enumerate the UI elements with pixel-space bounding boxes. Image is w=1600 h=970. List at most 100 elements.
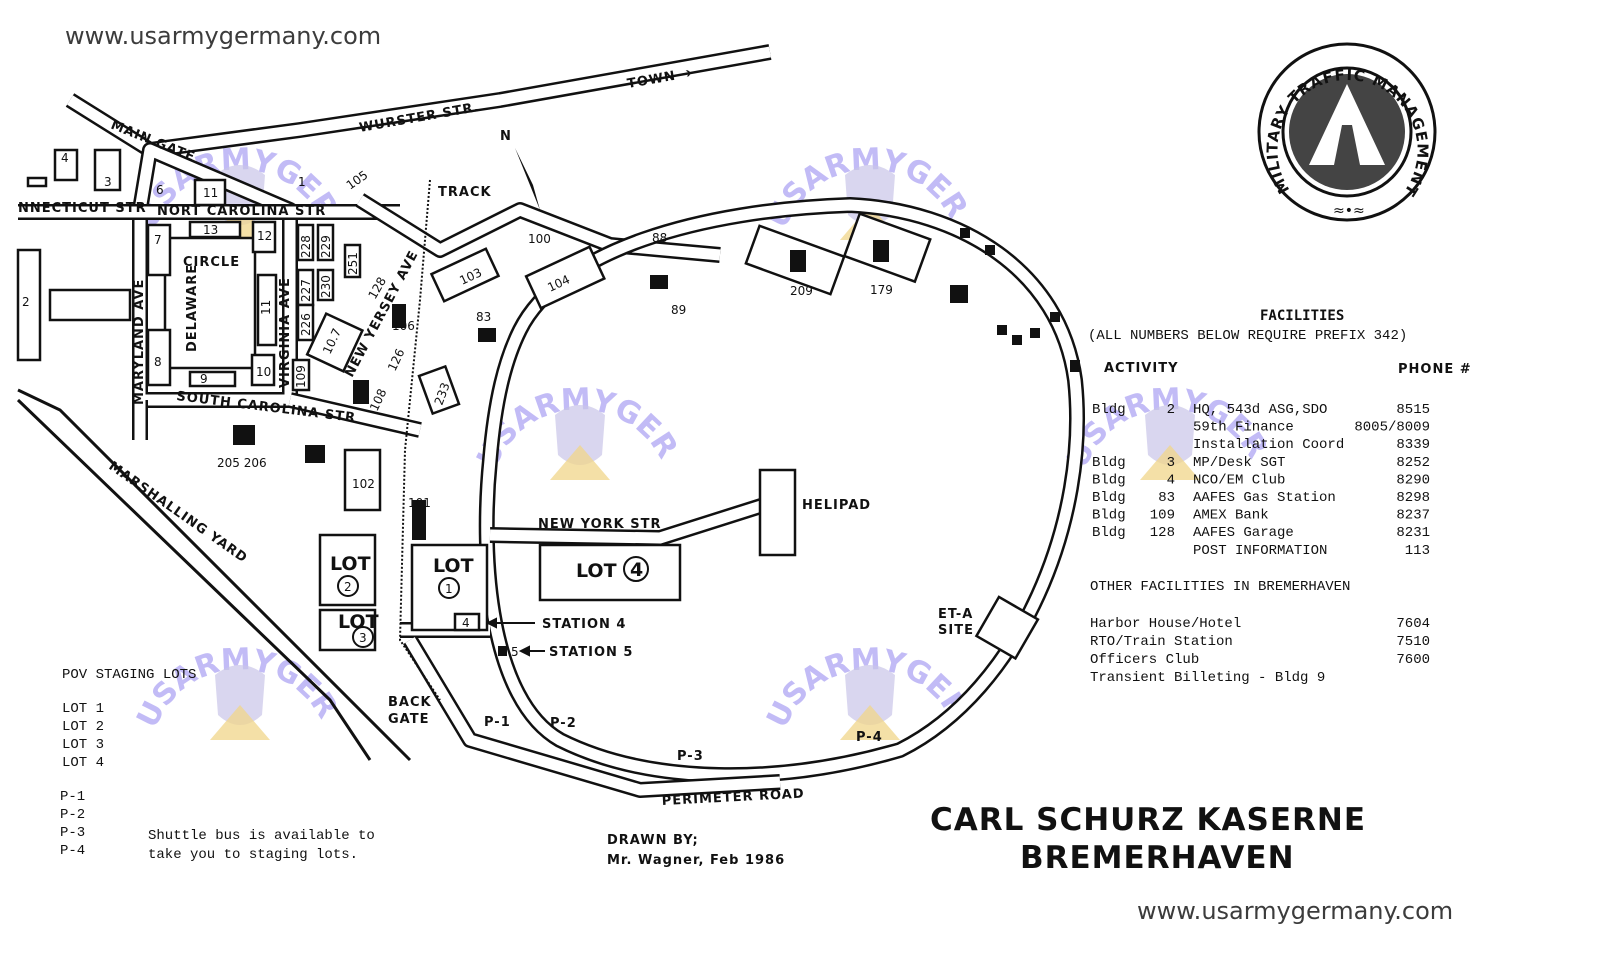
north-arrow-icon [515,148,540,210]
new-york-str-label: NEW YORK STR [538,517,661,532]
building-number: 251 [346,252,360,275]
other-facility-name: Harbor House/Hotel [1090,616,1241,632]
et-a-label: ET-A [938,607,973,622]
building-number: 228 [299,235,313,258]
lot-4: LOT 4 [576,556,649,582]
lot-3: LOT 3 [338,611,379,648]
legend-title: POV STAGING LOTS [62,667,196,683]
building-number: 4 [61,151,69,165]
drawn-by-name: Mr. Wagner, Feb 1986 [607,853,785,868]
facility-bldg: Bldg [1092,472,1126,488]
lot-label: LOT [338,611,379,633]
facility-phone: 8005/8009 [1354,420,1430,436]
building-number: 89 [671,303,686,317]
facility-activity: Installation Coord [1193,437,1344,453]
header-url: www.usarmygermany.com [65,22,381,50]
arrowhead-icon [550,445,610,480]
facility-bldg-number: 128 [1150,525,1175,541]
facility-activity: MP/Desk SGT [1193,455,1285,471]
facility-phone: 8237 [1396,508,1430,524]
parking-p1-label: P-1 [484,715,511,730]
facilities-table: FACILITIES (ALL NUMBERS BELOW REQUIRE PR… [1088,308,1472,686]
lot-1: LOT 1 [433,555,474,599]
lot-2: LOT 2 [330,553,371,597]
station-4-marker: 4 [462,616,470,630]
parking-p3-label: P-3 [677,749,704,764]
maryland-ave-label: MARYLAND AVE [132,279,147,405]
other-facility-phone: 7604 [1396,616,1430,632]
facility-activity: AAFES Gas Station [1193,490,1336,506]
building-number: 3 [104,175,112,189]
building-number: 126 [385,347,407,374]
drawn-by-label: DRAWN BY; [607,833,699,848]
facility-phone: 8339 [1396,437,1430,453]
facility-phone: 8290 [1396,472,1430,488]
shield-icon [215,665,265,725]
legend-item: P-4 [60,843,85,859]
building-number: 100 [528,232,551,246]
map-subtitle: BREMERHAVEN [1020,840,1295,876]
track-label: TRACK [438,185,492,200]
building-number: 179 [870,283,893,297]
building-number: 7 [154,233,162,247]
legend-item: LOT 2 [62,719,104,735]
building-number: 230 [319,275,333,298]
other-facility-name: Transient Billeting - Bldg 9 [1090,670,1325,686]
building-number: 11 [203,186,218,200]
facility-row: Installation Coord 8339 [1193,437,1430,453]
virginia-ave-label: VIRGINIA AVE [278,277,293,388]
building-number: 227 [299,279,313,302]
legend-item: P-1 [60,789,85,805]
building-number: 11 [259,300,273,315]
arrowhead-icon [1140,445,1200,480]
lot-label: LOT [433,555,474,577]
legend-item: LOT 4 [62,755,104,771]
building-number: 106 [392,319,415,333]
building-number: 102 [352,477,375,491]
facility-bldg-number: 4 [1167,472,1175,488]
lot-label: LOT [576,560,617,582]
facility-activity: NCO/EM Club [1193,472,1285,488]
building-number: 205 206 [217,456,267,470]
building-number: 9 [200,372,208,386]
shield-icon [555,405,605,465]
facility-phone: 113 [1405,543,1430,559]
legend-item: P-2 [60,807,85,823]
building-number: 83 [476,310,491,324]
building-number: 2 [22,295,30,309]
facility-phone: 8231 [1396,525,1430,541]
building-number: 8 [154,355,162,369]
building-number: 12 [257,229,272,243]
facility-bldg-number: 83 [1158,490,1175,506]
facility-activity: AAFES Garage [1193,525,1294,541]
perimeter-road-label: PERIMETER ROAD [661,787,805,809]
shuttle-note: take you to staging lots. [148,847,358,863]
station-5-label: STATION 5 [549,645,633,660]
building-number: 10 [256,365,271,379]
helipad-label: HELIPAD [802,498,871,513]
arrowhead-icon [210,705,270,740]
facilities-subtitle: (ALL NUMBERS BELOW REQUIRE PREFIX 342) [1088,328,1407,344]
facility-bldg: Bldg [1092,490,1126,506]
phone-header: PHONE # [1398,362,1472,377]
facilities-title: FACILITIES [1260,308,1344,324]
activity-header: ACTIVITY [1104,361,1179,376]
lot-number: 1 [445,582,453,596]
back-gate-label-2: GATE [388,712,429,727]
shield-icon [1145,405,1195,465]
legend-item: P-3 [60,825,85,841]
shuttle-note: Shuttle bus is available to [148,828,375,844]
map-title: CARL SCHURZ KASERNE [930,802,1366,838]
other-facilities-title: OTHER FACILITIES IN BREMERHAVEN [1090,579,1350,595]
circle-label: CIRCLE [183,255,240,270]
arrowhead-icon [840,705,900,740]
other-facility-row: Harbor House/Hotel 7604 [1090,616,1430,632]
